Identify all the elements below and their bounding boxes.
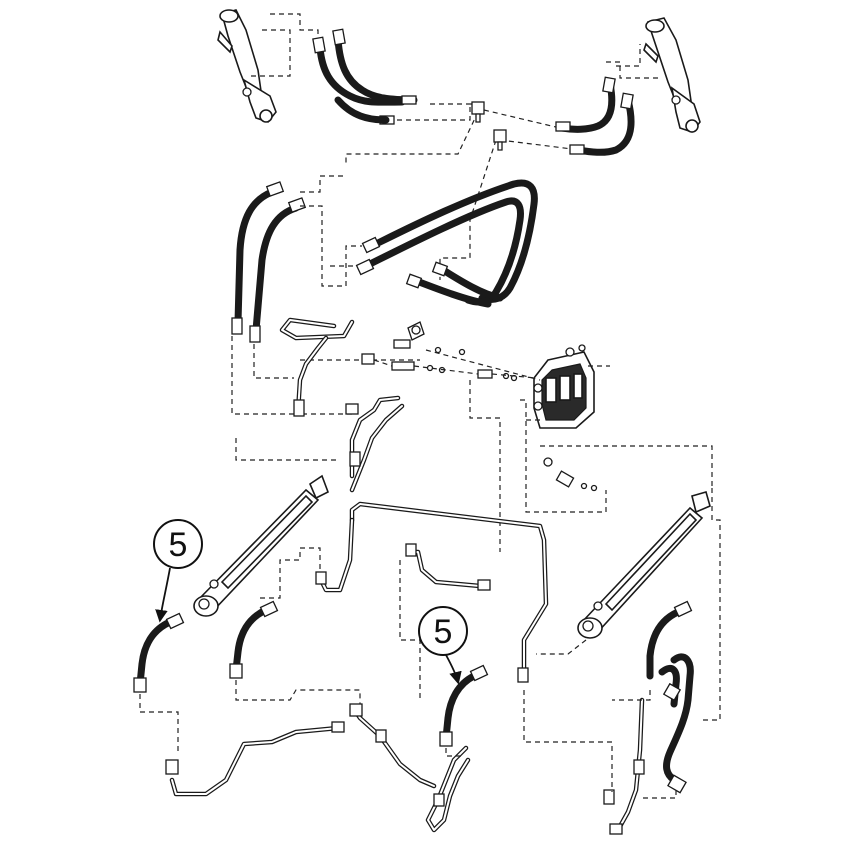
upper-right-tilt-cylinder (643, 17, 701, 133)
lower-tube-lines (165, 501, 645, 835)
upper-left-hoses (312, 28, 418, 125)
middle-left-tube-lines (279, 317, 405, 493)
callout-5-center-label: 5 (434, 613, 453, 651)
valve-dashed-connections (373, 349, 713, 552)
lower-left-lift-cylinder (193, 474, 330, 617)
callout-5-left-leader (155, 567, 171, 623)
callout-5-left-circle (153, 519, 203, 569)
upper-right-hoses (555, 76, 635, 156)
lower-center-hose (439, 664, 489, 747)
callout-5-center-circle (418, 606, 468, 656)
lower-left-hoses (133, 600, 279, 693)
lower-right-hoses (646, 600, 694, 794)
callout-5-left-label: 5 (169, 526, 188, 564)
callout-5-center: 5 (418, 606, 468, 685)
upper-left-tilt-cylinder (217, 9, 277, 123)
upper-dashed-connections (248, 13, 660, 280)
upper-center-tees (471, 101, 507, 151)
valve-fittings (361, 321, 598, 492)
lower-right-lift-cylinder (577, 491, 711, 639)
middle-dashed-connections (231, 175, 420, 415)
middle-lift-hoses (231, 179, 538, 343)
callout-5-center-leader (445, 654, 462, 685)
control-valve (533, 344, 595, 429)
callout-5-left: 5 (153, 519, 203, 623)
lower-dashed-connections (139, 438, 721, 799)
